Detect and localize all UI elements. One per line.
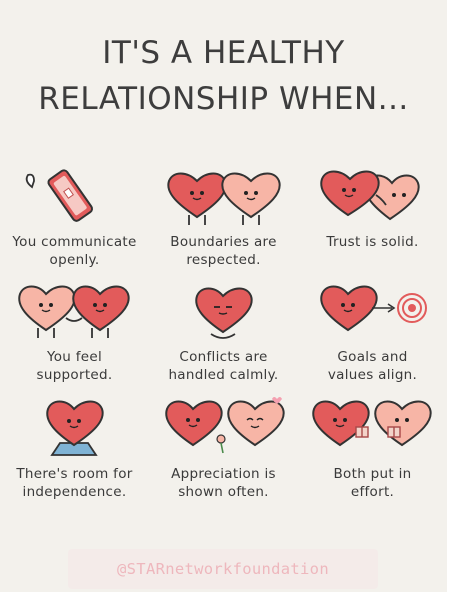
sign-caption: Goals and values align. [327,349,418,383]
sign-grid: You communicate openly. Boundaries are r… [0,165,447,505]
sign-caption: Appreciation is shown often. [171,466,276,500]
sign-item-trust: Trust is solid. [298,165,447,275]
hugging-hearts-icon [320,170,420,221]
calm-heart-icon [195,287,253,339]
title-line-1: IT'S A HEALTHY [102,35,345,71]
sign-caption: Both put in effort. [333,466,412,500]
phone-icon [25,169,94,222]
sign-item-supported: You feel supported. [0,280,149,390]
sign-caption: Trust is solid. [326,234,419,250]
holding-hands-hearts-icon [18,285,130,338]
hearts-flowers-icon [165,397,285,454]
sign-item-communicate: You communicate openly. [0,165,149,275]
sign-item-conflicts: Conflicts are handled calmly. [149,280,298,390]
sign-caption: You feel supported. [36,349,113,383]
sign-caption: There's room for independence. [16,466,133,500]
title-line-2: RELATIONSHIP WHEN... [38,81,409,117]
sign-item-boundaries: Boundaries are respected. [149,165,298,275]
sign-caption: You communicate openly. [12,234,137,268]
poster: IT'S A HEALTHY RELATIONSHIP WHEN... You … [0,0,447,592]
sign-item-effort: Both put in effort. [298,397,447,507]
sign-item-goals: Goals and values align. [298,280,447,390]
two-hearts-icon [167,172,281,225]
hearts-gifts-icon [312,400,432,447]
sign-item-independence: There's room for independence. [0,397,149,507]
sign-caption: Conflicts are handled calmly. [168,349,279,383]
footer-handle: @STARnetworkfoundation [68,549,378,589]
sign-caption: Boundaries are respected. [170,234,277,268]
heart-target-icon [320,285,427,332]
heart-shirt-icon [46,400,104,456]
page-title: IT'S A HEALTHY RELATIONSHIP WHEN... [0,30,447,122]
sign-item-appreciation: Appreciation is shown often. [149,397,298,507]
